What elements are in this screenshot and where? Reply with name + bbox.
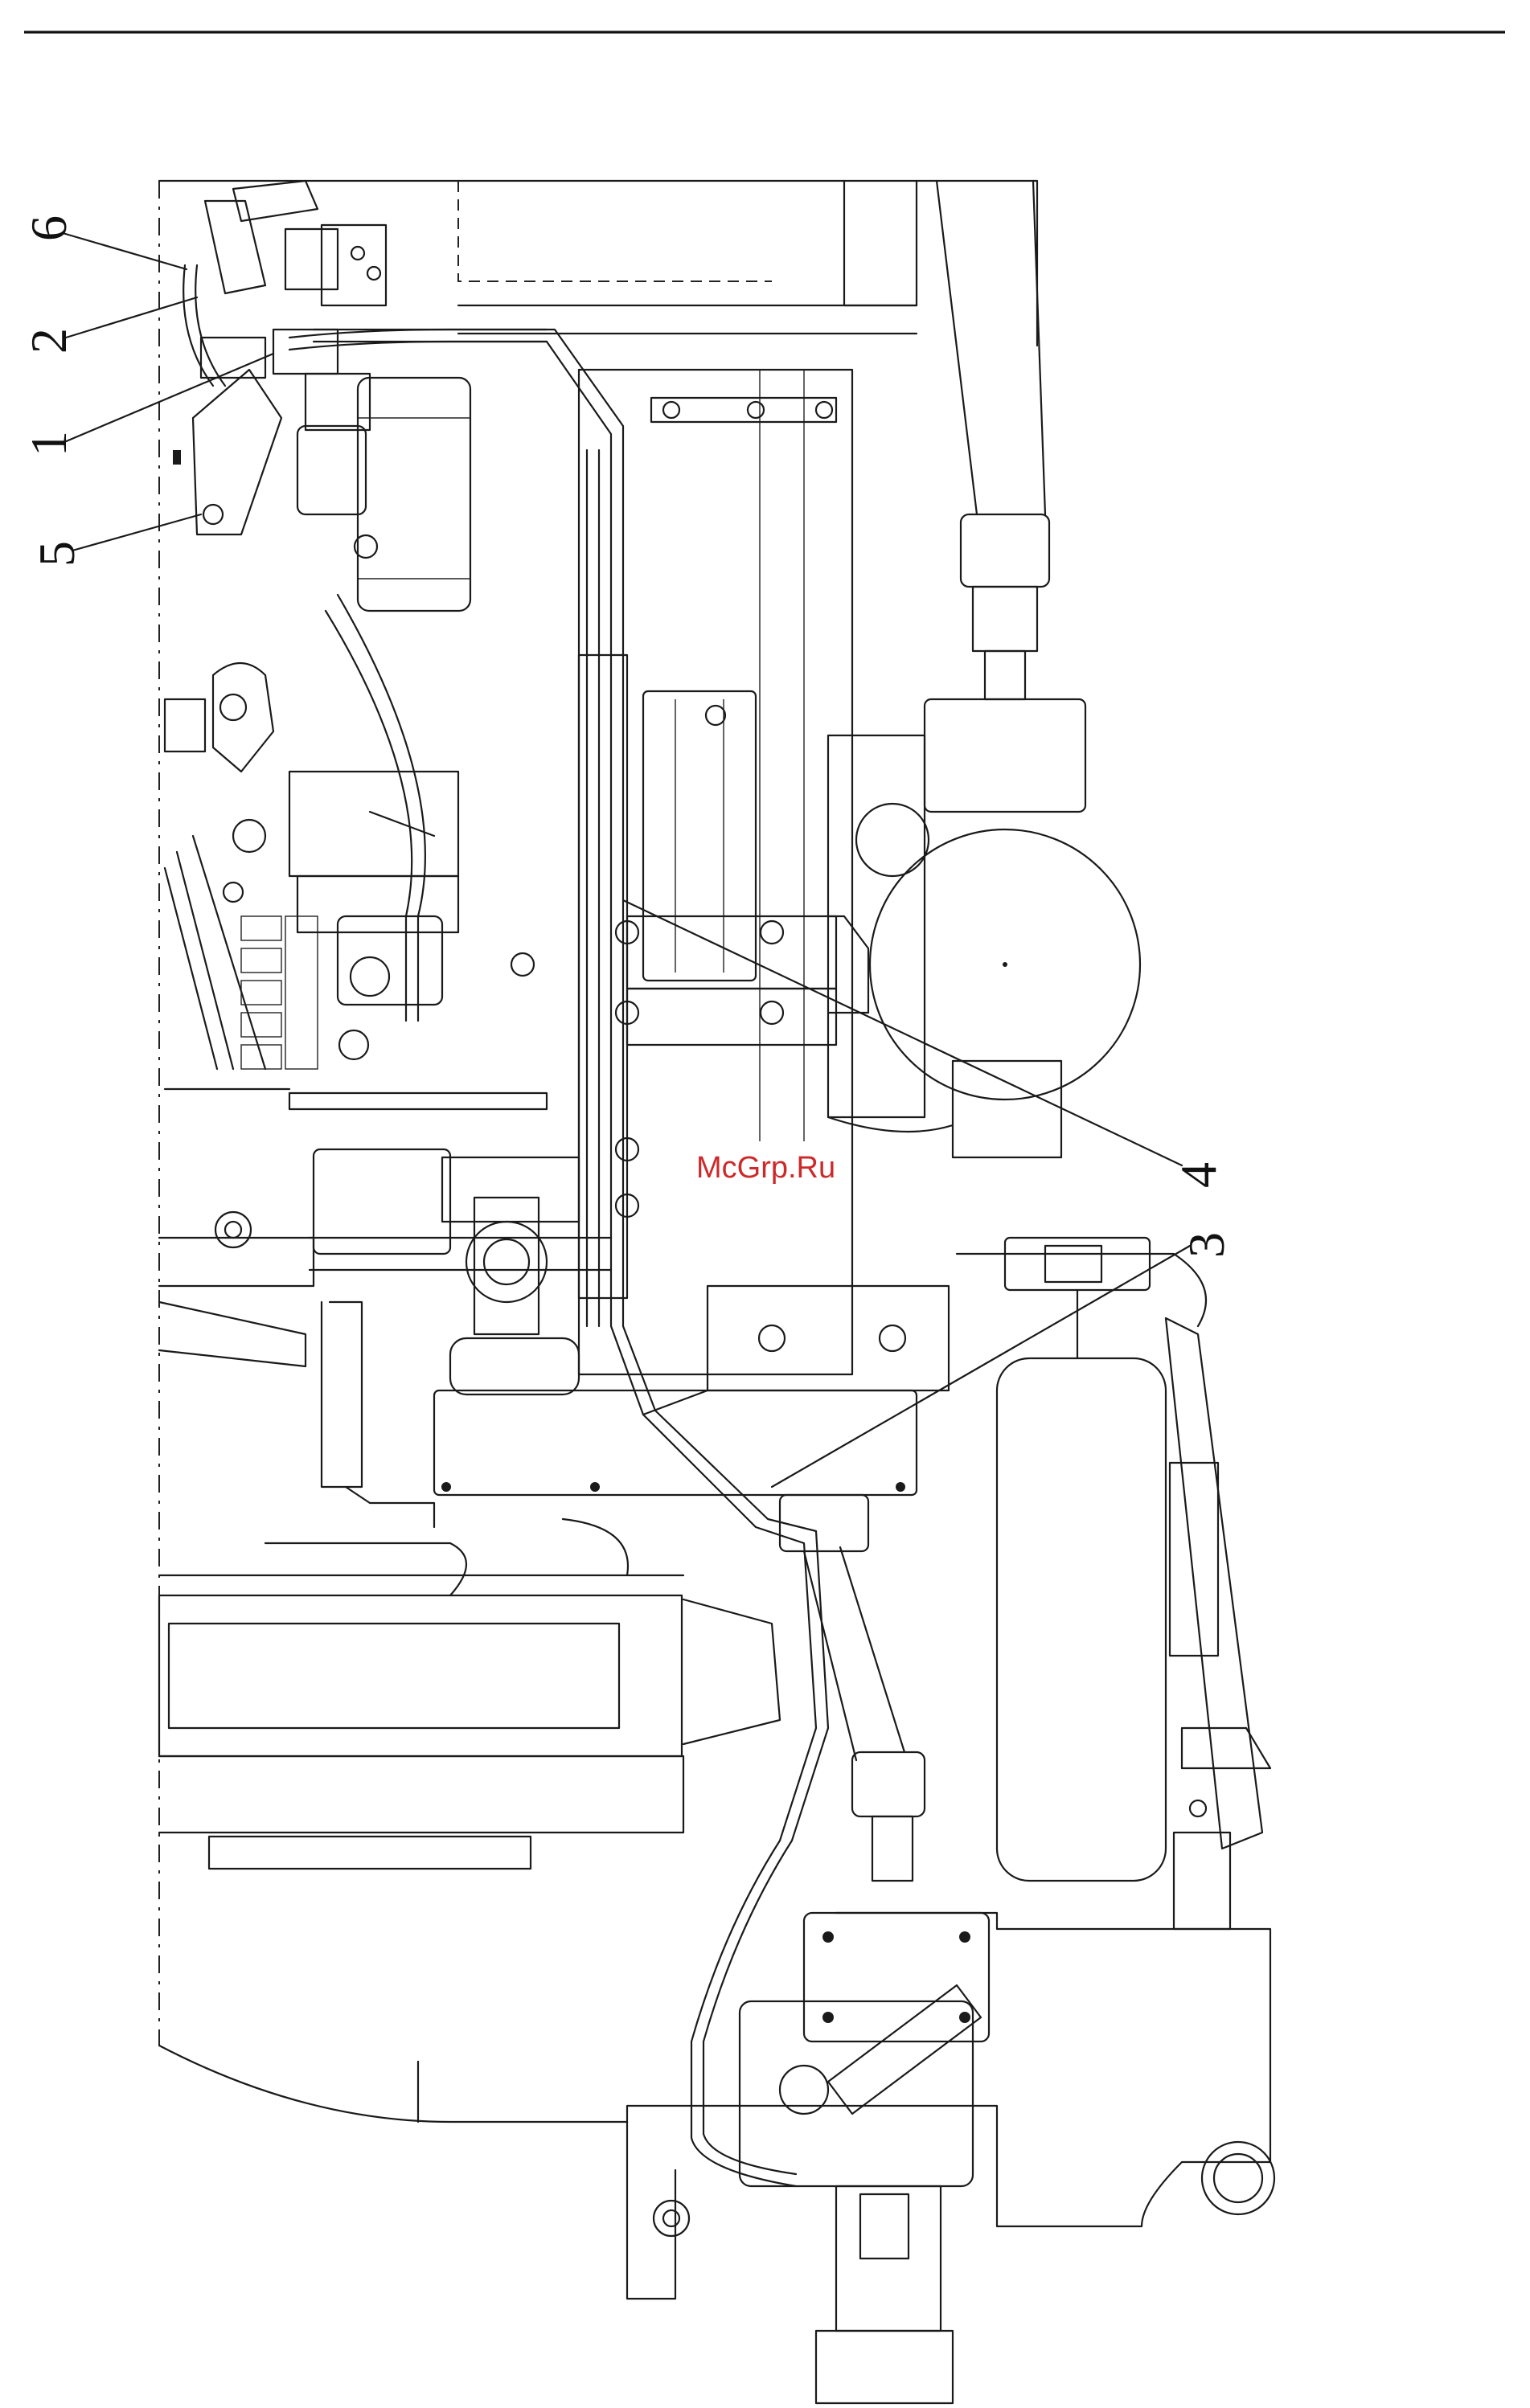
callout-1: 1 [20, 431, 77, 457]
leader-4 [623, 900, 1182, 1165]
belt-drive [215, 1149, 611, 1394]
callout-2: 2 [20, 328, 77, 354]
callout-5: 5 [28, 541, 85, 567]
hydraulic-cylinder [1166, 1318, 1270, 1929]
control-block [165, 663, 547, 1109]
fan-housing [159, 1238, 780, 1869]
hydraulic-tank [828, 699, 1140, 1157]
watermark-text: McGrp.Ru [696, 1151, 835, 1185]
upper-drive-shaft [937, 181, 1049, 699]
hose-lines [314, 330, 828, 2186]
air-receiver [957, 1238, 1206, 1881]
leader-3 [772, 1246, 1190, 1487]
lower-drive-shaft [780, 1495, 925, 1881]
leader-2 [66, 297, 197, 338]
leader-1 [64, 354, 273, 442]
leader-5 [72, 514, 201, 551]
lower-gearbox [740, 1913, 989, 2403]
valve-cluster [173, 181, 547, 534]
engine-block [511, 370, 852, 1374]
callout-6: 6 [20, 215, 77, 241]
rear-bracket [627, 1913, 1274, 2299]
filter-canister [297, 378, 470, 611]
callout-4: 4 [1170, 1162, 1227, 1188]
callout-3: 3 [1178, 1232, 1235, 1258]
leader-6 [63, 233, 187, 269]
